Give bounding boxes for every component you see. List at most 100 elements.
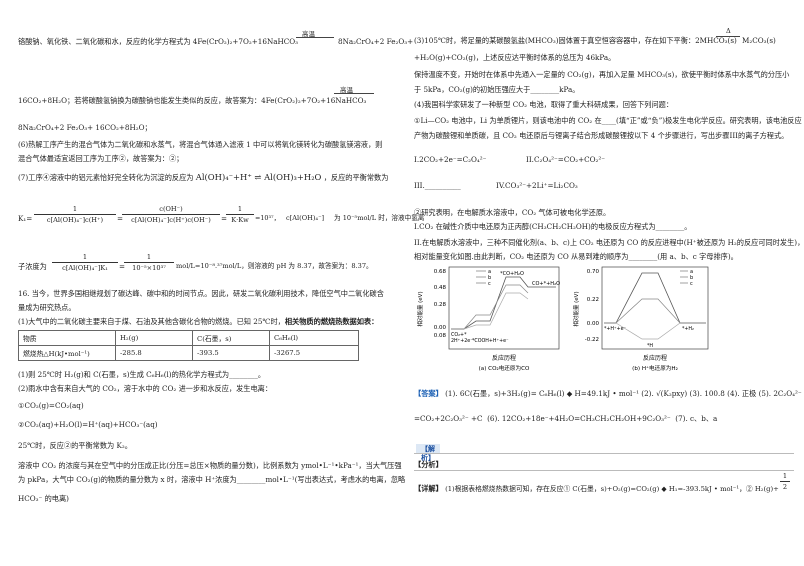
arrow-line bbox=[716, 36, 740, 37]
legend-c: c bbox=[488, 281, 491, 287]
fraction-bar bbox=[122, 214, 220, 215]
k1-value: =10³⁷， bbox=[255, 214, 281, 222]
y-tick-label: 0.08 bbox=[434, 333, 447, 339]
paragraph-line: (7)工序④溶液中的铝元素恰好完全转化为沉淀的反应为 Al(OH)₄⁻+H⁺ ⇌… bbox=[18, 172, 389, 183]
denominator: 2 bbox=[782, 483, 788, 491]
numerator: 1 bbox=[237, 205, 243, 213]
paragraph-line: 溶液中 CO₂ 的浓度与其在空气中的分压成正比(分压=总压×物质的量分数)，比例… bbox=[18, 461, 402, 470]
equals: = bbox=[221, 214, 228, 223]
paragraph-line: I.CO₂ 在碱性介质中电还原为正丙醇(CH₃CH₂CH₂OH)的电极反应方程式… bbox=[414, 222, 692, 231]
numerator: 1 bbox=[82, 253, 88, 261]
paragraph-line: HCO₃⁻ 的电离) bbox=[18, 494, 69, 503]
legend-c: c bbox=[690, 281, 693, 287]
text: ，反应的平衡常数为 bbox=[323, 173, 389, 182]
table-header-cell: 物质 bbox=[18, 330, 116, 346]
fraction: 1 10⁻⁵×10³⁷ bbox=[124, 253, 174, 272]
answer-5: (5). 2C₂O₄²⁻ bbox=[758, 389, 802, 398]
paragraph-line: M₂CO₃(s) bbox=[742, 36, 776, 45]
paragraph-line: (3)105℃时，将足量的某碳酸氢盐(MHCO₃)固体置于真空恒容容器中，存在如… bbox=[414, 36, 737, 45]
denominator: c[Al(OH)₄⁻]c(H⁺)c(OH⁻) bbox=[131, 216, 211, 224]
y-axis-label: 相对能量 (eV) bbox=[416, 291, 424, 326]
numerator: 1 bbox=[72, 205, 78, 213]
y-tick-label: 0.22 bbox=[587, 297, 599, 303]
plot-frame bbox=[448, 266, 560, 350]
equation-line: ①CO₂(g)=CO₂(aq) bbox=[18, 401, 84, 410]
divider bbox=[414, 453, 794, 454]
paragraph-line: 为 pkPa，大气中 CO₂(g)的物质的量分数为 x 时，溶液中 H⁺浓度为_… bbox=[18, 475, 406, 484]
table-cell: -285.8 bbox=[115, 345, 193, 361]
y-tick-label: 0.68 bbox=[434, 269, 447, 275]
fraction-half: 1 2 bbox=[780, 472, 790, 491]
path-c bbox=[615, 322, 681, 340]
fraction-bar bbox=[226, 214, 254, 215]
paragraph-line: (6)热解工序产生的混合气体为二氧化碳和水蒸气，将混合气体通入滤液 1 中可以将… bbox=[18, 140, 383, 149]
path-c bbox=[463, 292, 529, 330]
chart-caption: (a) CO₂电还原为CO bbox=[479, 364, 530, 372]
paragraph-line: (1)则 25℃时 H₂(g)和 C(石墨，s)生成 C₆H₆(l)的热化学方程… bbox=[18, 370, 266, 379]
chart-caption: (b) H⁺电还原为H₂ bbox=[632, 364, 678, 372]
condition-high-temp: 高温 bbox=[302, 30, 315, 38]
equals: = bbox=[117, 214, 124, 223]
fraction: 1 c[Al(OH)₄⁻]c(H⁺) bbox=[34, 205, 116, 224]
paragraph-line: (2)雨水中含有来自大气的 CO₂，溶于水中的 CO₂ 进一步和水反应，发生电离… bbox=[18, 384, 273, 393]
numerator: 1 bbox=[782, 472, 788, 480]
paragraph-line: 铬酸钠、氧化铁、二氧化碳和水，反应的化学方程式为 4Fe(CrO₂)₂+7O₂+… bbox=[18, 37, 298, 46]
k1-tail: 为 10⁻⁵mol/L 时，溶液中氢离 bbox=[334, 214, 425, 222]
level-label: *CO+H₂O bbox=[500, 271, 524, 277]
paragraph-line: 混合气体最适宜返回工序为工序②，故答案为：②； bbox=[18, 154, 184, 163]
paragraph-line: 产物为碳酸锂和单质碳，且 CO₂ 电还原后与锂离子结合形成碳酸锂按以下 4 个步… bbox=[414, 131, 789, 140]
detail-text: (1)根据表格燃烧热数据可知，存在反应① C(石墨，s)+O₂(g)=CO₂(g… bbox=[445, 485, 779, 493]
paragraph-line: 25℃时，反应②的平衡常数为 K₂。 bbox=[18, 441, 132, 450]
condition-delta: Δ bbox=[726, 27, 731, 35]
paragraph-line: 于 5kPa，CO₂(g)的初始压强应大于________kPa。 bbox=[414, 85, 580, 94]
fraction-bar bbox=[780, 481, 790, 482]
y-tick-label: 0.48 bbox=[434, 285, 447, 291]
level-label: *COOH+H⁺+e⁻ bbox=[472, 338, 509, 344]
h-conc-value: mol/L=10⁻⁸.³⁷mol/L，则溶液的 pH 为 8.37，故答案为：8… bbox=[176, 262, 373, 270]
fraction: 1 c[Al(OH)₄⁻]K₁ bbox=[52, 253, 118, 272]
level-label: 2H⁺+2e⁻ bbox=[451, 338, 473, 344]
path-b bbox=[463, 284, 529, 330]
question-16: 16. 当今，世界多国相继规划了碳达峰、碳中和的时间节点。因此，研发二氧化碳利用… bbox=[18, 289, 384, 298]
fraction-bar bbox=[52, 262, 118, 263]
numerator: 1 bbox=[146, 253, 152, 261]
plot-frame bbox=[601, 266, 709, 350]
legend-b: b bbox=[690, 275, 693, 281]
k1-label: K₁= bbox=[18, 214, 33, 223]
y-tick-label: -0.22 bbox=[585, 337, 599, 343]
level-label: CO₂+* bbox=[451, 332, 467, 338]
legend-b: b bbox=[488, 275, 491, 281]
level-label: *+H⁺+e⁻ bbox=[604, 326, 627, 332]
table-cell: 燃烧热△H(kJ•mol⁻¹) bbox=[18, 345, 116, 361]
fraction: c(OH⁻) c[Al(OH)₄⁻]c(H⁺)c(OH⁻) bbox=[122, 205, 220, 224]
paragraph-line: II.在电解质水溶液中，三种不同催化剂(a、b、c)上 CO₂ 电还原为 CO … bbox=[414, 238, 804, 247]
text-bold: 相关物质的燃烧热数据如表： bbox=[284, 317, 379, 326]
energy-diagram-b: 相对能量 (eV) 0.70 0.22 0.00 -0.22 a b c *+H… bbox=[572, 266, 709, 372]
paragraph-line: 保持温度不变，开始时在体系中先通入一定量的 CO₂(g)，再加入足量 MHCO₃… bbox=[414, 70, 790, 79]
equals: = bbox=[119, 262, 126, 271]
detail-line: 【详解】 (1)根据表格燃烧热数据可知，存在反应① C(石墨，s)+O₂(g)=… bbox=[414, 484, 779, 494]
paragraph-line: 相对能量变化如图.由此判断，CO₂ 电还原为 CO 从易到难的顺序为______… bbox=[414, 252, 738, 261]
path-a bbox=[451, 276, 556, 330]
x-axis-label: 反应历程 bbox=[492, 354, 516, 362]
text: (1)大气中的二氧化碳主要来自于煤、石油及其他含碳化合物的燃烧。已知 25℃时， bbox=[18, 317, 285, 326]
denominator: K·Kw bbox=[231, 216, 249, 224]
table-cell: -3267.5 bbox=[269, 345, 359, 361]
step-3: III.__________ bbox=[414, 181, 461, 190]
equation-line: ②CO₂(aq)+H₂O(l)=H⁺(aq)+HCO₃⁻(aq) bbox=[18, 420, 158, 429]
answer-line: =CO₂+2C₂O₃²⁻ +C (6). 12CO₂+18e⁻+4H₂O=CH₃… bbox=[414, 414, 717, 423]
paragraph-line: 8Na₂CrO₄+2 Fe₂O₃+ bbox=[338, 37, 414, 46]
answer-2-expr: √(K₂pxy) bbox=[656, 389, 688, 398]
text: (7)工序④溶液中的铝元素恰好完全转化为沉淀的反应为 bbox=[18, 173, 194, 182]
answer-3: (3). 100.8 bbox=[689, 389, 725, 398]
equation: Al(OH)₄⁻+H⁺ ⇌ Al(OH)₃+H₂O bbox=[195, 172, 322, 182]
level-label: CO+*+H₂O bbox=[532, 281, 560, 287]
energy-diagram-a: 相对能量 (eV) 0.68 0.48 0.28 0.00 0.08 a b c… bbox=[416, 266, 560, 372]
level-label: *+H₂ bbox=[682, 326, 694, 332]
path-a bbox=[604, 272, 706, 324]
answer-4: (4). 正极 bbox=[727, 389, 757, 398]
answer-line: 【答案】 (1). 6C(石墨，s)+3H₂(g)= C₆H₆(l) ◆ H=4… bbox=[414, 389, 802, 398]
divider bbox=[414, 470, 794, 471]
table-header-row: 物质 H₂(g) C(石墨，s) C₆H₆(l) bbox=[18, 330, 359, 346]
k1-cal: c[Al(OH)₄⁻] bbox=[286, 214, 325, 222]
